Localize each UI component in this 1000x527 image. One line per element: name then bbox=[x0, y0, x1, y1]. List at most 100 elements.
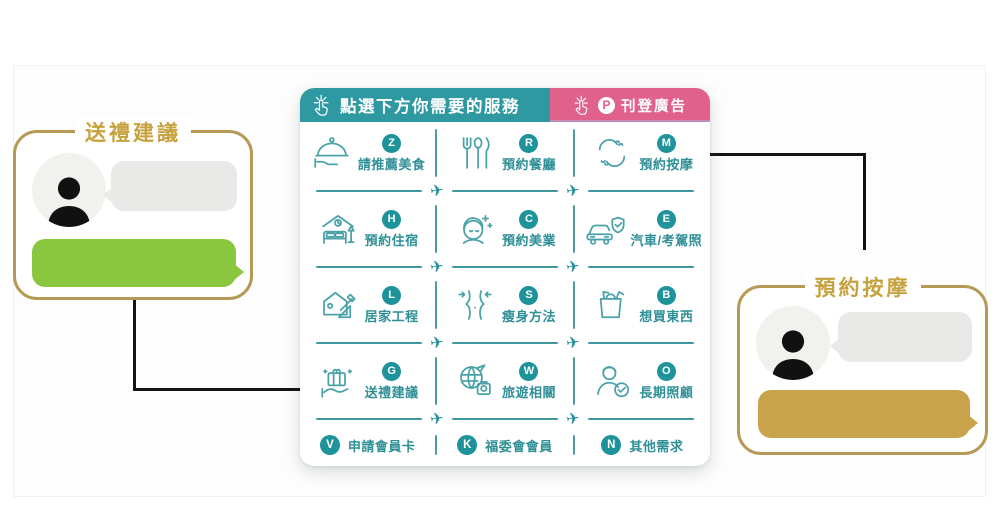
callout-title: 預約按摩 bbox=[804, 272, 921, 302]
callout-gift-suggestion: 送禮建議 bbox=[13, 117, 253, 300]
connector-right-horizontal bbox=[645, 153, 866, 156]
column-divider bbox=[572, 357, 575, 405]
service-item-c[interactable]: C 預約美業 bbox=[437, 198, 572, 260]
reply-message-bubble bbox=[32, 239, 244, 287]
footer-item-n[interactable]: N 其他需求 bbox=[575, 435, 710, 455]
incoming-message-bubble bbox=[103, 161, 237, 211]
callout-title: 送禮建議 bbox=[75, 117, 191, 147]
service-badge: M bbox=[656, 133, 676, 153]
slim-waist-icon bbox=[458, 290, 492, 320]
connector-left-horizontal bbox=[133, 388, 353, 391]
tap-finger-icon bbox=[313, 94, 329, 116]
avatar bbox=[756, 306, 830, 380]
service-label: 預約美業 bbox=[501, 232, 556, 248]
beauty-face-icon bbox=[462, 215, 493, 244]
food-cloche-icon bbox=[314, 137, 349, 168]
service-label: 汽車/考駕照 bbox=[630, 232, 703, 248]
service-label: 預約按摩 bbox=[639, 156, 694, 172]
service-label: 旅遊相關 bbox=[501, 384, 556, 400]
caregiver-icon bbox=[597, 366, 630, 398]
service-item-l[interactable]: L 居家工程 bbox=[300, 274, 435, 336]
cutlery-icon bbox=[462, 137, 490, 169]
service-item-g[interactable]: G 送禮建議 bbox=[300, 350, 435, 412]
column-divider bbox=[572, 281, 575, 329]
footer-label: 申請會員卡 bbox=[347, 438, 416, 454]
service-label: 長期照顧 bbox=[639, 384, 694, 400]
footer-item-v[interactable]: V 申請會員卡 bbox=[300, 435, 435, 455]
service-label: 瘦身方法 bbox=[501, 308, 556, 324]
service-item-w[interactable]: W 旅遊相關 bbox=[437, 350, 572, 412]
car-shield-icon bbox=[586, 216, 625, 245]
service-label: 想買東西 bbox=[639, 308, 694, 324]
ad-p-badge: P bbox=[598, 96, 615, 114]
service-label: 請推薦美食 bbox=[357, 156, 426, 172]
service-badge: O bbox=[656, 361, 676, 381]
incoming-message-bubble bbox=[830, 312, 972, 362]
footer-badge: K bbox=[457, 435, 478, 455]
person-silhouette-icon bbox=[772, 330, 814, 380]
column-divider bbox=[572, 205, 575, 253]
massage-hands-icon bbox=[599, 139, 626, 167]
ad-label: 刊登廣告 bbox=[621, 98, 687, 115]
service-badge: S bbox=[519, 285, 539, 305]
footer-item-k[interactable]: K 福委會會員 bbox=[437, 435, 572, 455]
service-row-1: Z 請推薦美食 R 預約餐廳 bbox=[300, 122, 710, 184]
service-grid: Z 請推薦美食 R 預約餐廳 bbox=[300, 122, 710, 464]
menu-header: 點選下方你需要的服務 P 刊登廣告 bbox=[300, 88, 710, 122]
service-item-b[interactable]: B 想買東西 bbox=[575, 274, 710, 336]
service-badge: C bbox=[519, 209, 539, 229]
service-item-z[interactable]: Z 請推薦美食 bbox=[300, 122, 435, 184]
service-item-r[interactable]: R 預約餐廳 bbox=[437, 122, 572, 184]
connector-left-vertical bbox=[133, 298, 136, 390]
shopping-bag-icon bbox=[600, 291, 625, 319]
service-badge: W bbox=[519, 361, 539, 381]
person-silhouette-icon bbox=[48, 177, 90, 227]
service-badge: L bbox=[382, 285, 402, 305]
column-divider bbox=[435, 205, 438, 253]
service-label: 居家工程 bbox=[364, 308, 419, 324]
callout-massage-booking: 預約按摩 bbox=[737, 272, 988, 455]
row-separator: ✈ ✈ bbox=[300, 408, 710, 429]
service-badge: R bbox=[519, 133, 539, 153]
service-row-3: L 居家工程 S 瘦身方法 bbox=[300, 274, 710, 336]
tap-finger-icon bbox=[574, 95, 588, 115]
service-item-o[interactable]: O 長期照顧 bbox=[575, 350, 710, 412]
service-item-m[interactable]: M 預約按摩 bbox=[575, 122, 710, 184]
menu-title: 點選下方你需要的服務 bbox=[340, 98, 520, 116]
column-divider bbox=[572, 435, 575, 455]
lodging-bed-icon bbox=[321, 215, 355, 244]
footer-badge: N bbox=[601, 435, 622, 455]
gift-hand-icon bbox=[321, 368, 352, 398]
rich-menu-card: 點選下方你需要的服務 P 刊登廣告 bbox=[300, 88, 710, 466]
service-badge: G bbox=[382, 361, 402, 381]
ad-tab[interactable]: P 刊登廣告 bbox=[550, 88, 710, 122]
service-item-s[interactable]: S 瘦身方法 bbox=[437, 274, 572, 336]
service-row-4: G 送禮建議 W 旅遊相關 bbox=[300, 350, 710, 412]
footer-badge: V bbox=[319, 435, 340, 455]
footer-label: 福委會會員 bbox=[485, 438, 553, 454]
home-repair-icon bbox=[322, 291, 356, 319]
service-item-h[interactable]: H 預約住宿 bbox=[300, 198, 435, 260]
service-badge: B bbox=[656, 285, 676, 305]
column-divider bbox=[435, 129, 438, 177]
avatar bbox=[32, 153, 106, 227]
column-divider bbox=[435, 357, 438, 405]
service-item-e[interactable]: E 汽車/考駕照 bbox=[575, 198, 710, 260]
connector-right-vertical bbox=[863, 153, 866, 250]
service-badge: H bbox=[382, 209, 402, 229]
service-label: 預約住宿 bbox=[364, 232, 419, 248]
row-separator: ✈ ✈ bbox=[300, 256, 710, 277]
service-badge: E bbox=[656, 209, 676, 229]
travel-globe-icon bbox=[460, 364, 491, 395]
column-divider bbox=[435, 281, 438, 329]
service-badge: Z bbox=[382, 133, 402, 153]
row-separator: ✈ ✈ bbox=[300, 332, 710, 353]
service-label: 送禮建議 bbox=[364, 384, 419, 400]
footer-label: 其他需求 bbox=[629, 438, 684, 454]
row-separator: ✈ ✈ bbox=[300, 180, 710, 201]
service-row-2: H 預約住宿 C 預約美業 bbox=[300, 198, 710, 260]
reply-message-bubble bbox=[758, 390, 978, 438]
footer-row: V 申請會員卡 K 福委會會員 N 其他需求 bbox=[300, 426, 710, 464]
menu-header-title-bar: 點選下方你需要的服務 bbox=[300, 88, 550, 122]
